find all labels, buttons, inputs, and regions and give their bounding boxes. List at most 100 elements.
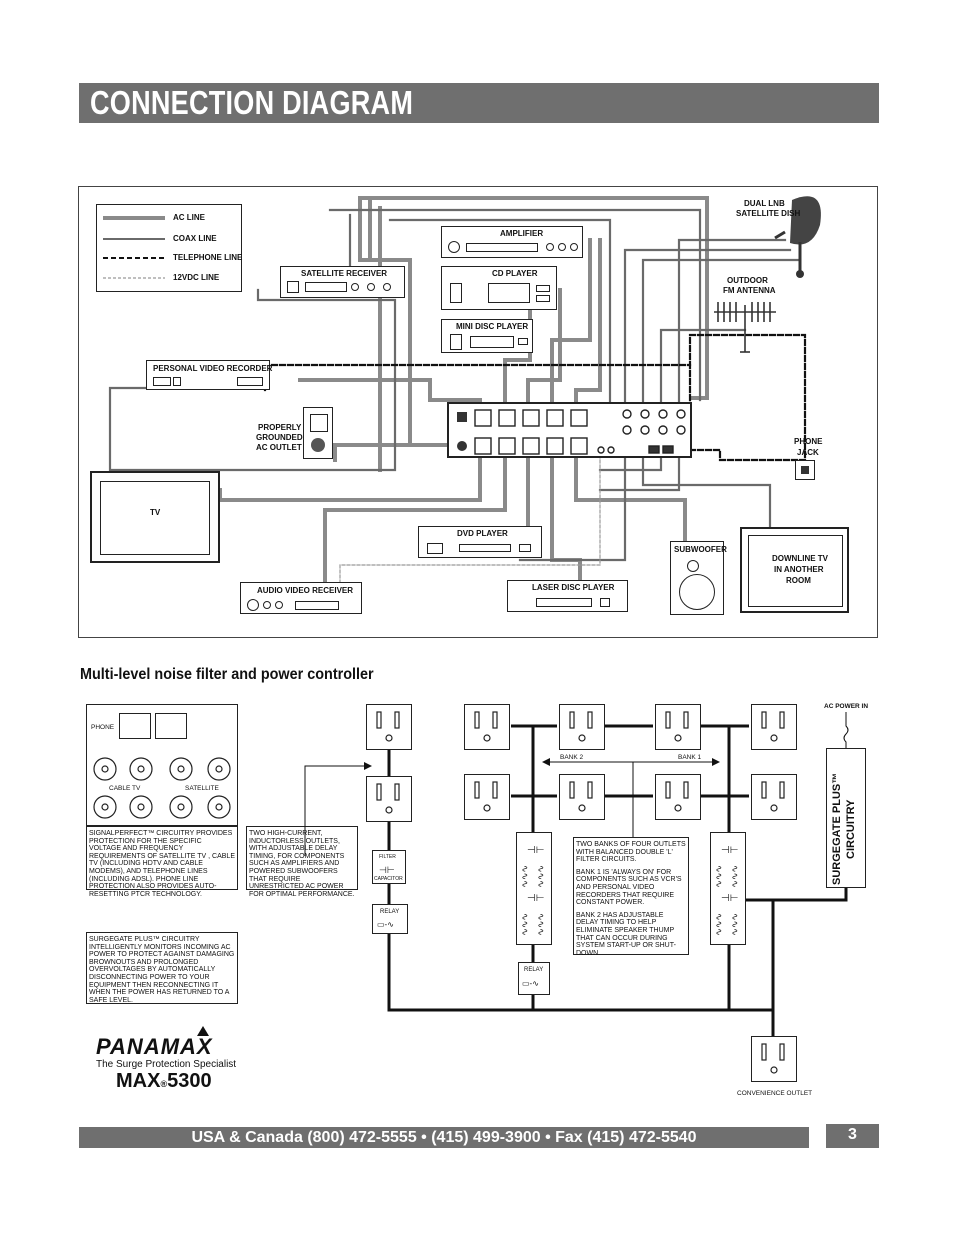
satellite-receiver-label: SATELLITE RECEIVER — [301, 269, 388, 278]
cd-player-label: CD PLAYER — [492, 269, 538, 278]
relay-2: RELAY ▭-∿ — [518, 962, 550, 995]
panamax-unit-ports — [457, 409, 686, 455]
model-number: 5300 — [167, 1070, 212, 1092]
dual-lnb-label-2: SATELLITE DISH — [736, 209, 801, 218]
signal-panel: PHONE CABLE TV SATELLITE — [86, 704, 238, 826]
ac-power-in-label: AC POWER IN — [824, 703, 869, 710]
dvd-player: DVD PLAYER — [418, 526, 542, 558]
downline-tv: DOWNLINE TV IN ANOTHER ROOM — [740, 527, 849, 613]
subwoofer-label: SUBWOOFER — [674, 545, 727, 554]
tagline: The Surge Protection Specialist — [96, 1059, 237, 1070]
wall-outlet-icon — [303, 407, 333, 459]
legend-telephone: TELEPHONE LINE — [173, 253, 243, 262]
laser-disc-label: LASER DISC PLAYER — [532, 583, 615, 592]
pvr-label: PERSONAL VIDEO RECORDER — [153, 364, 273, 373]
outlet-convenience — [751, 1036, 797, 1082]
outlet-bank1-3 — [655, 774, 701, 820]
outlet-bank1-2 — [751, 704, 797, 750]
bank1-label: BANK 1 — [678, 754, 702, 761]
tv-label: TV — [150, 508, 161, 517]
convenience-outlet-label: CONVENIENCE OUTLET — [737, 1090, 813, 1097]
audio-video-receiver: AUDIO VIDEO RECEIVER — [240, 582, 362, 614]
cable-tv-label: CABLE TV — [109, 785, 141, 792]
relay-1: RELAY ▭-∿ — [372, 904, 408, 934]
outlet-high-current-1 — [366, 704, 412, 750]
relay-label-2: RELAY — [524, 967, 544, 973]
surgegate-box: SURGEGATE PLUS™ CIRCUITRY — [826, 748, 866, 888]
footer-bar — [79, 1127, 809, 1148]
antenna-label-2: FM ANTENNA — [723, 286, 776, 295]
downline-label-1: DOWNLINE TV — [772, 554, 828, 563]
header-bar — [79, 83, 879, 123]
legend-ac: AC LINE — [173, 213, 205, 222]
page-title: CONNECTION DIAGRAM — [90, 84, 414, 121]
satellite-receiver: SATELLITE RECEIVER — [280, 266, 405, 298]
outlet-bank1-4 — [751, 774, 797, 820]
phone-jack-icon — [795, 460, 815, 480]
tv: TV — [90, 471, 220, 563]
ac-outlet-label-2: GROUNDED — [256, 433, 303, 442]
model-name: MAX®5300 — [116, 1070, 212, 1093]
phone-port-label: PHONE — [91, 724, 115, 731]
legend-12vdc: 12VDC LINE — [173, 273, 220, 282]
amplifier-label: AMPLIFIER — [500, 229, 544, 238]
satellite-port-label: SATELLITE — [185, 785, 219, 792]
legend-swatches — [103, 216, 165, 279]
filter-label: FILTER — [379, 854, 396, 860]
cd-player: CD PLAYER — [441, 266, 557, 310]
outlet-high-current-2 — [366, 776, 412, 822]
banks-note-2: BANK 1 IS 'ALWAYS ON' FOR COMPONENTS SUC… — [576, 868, 682, 907]
bank1-filter: ⊣⊢ ∿∿∿ ∿∿∿ ⊣⊢ ∿∿∿ ∿∿∿ — [710, 832, 746, 945]
ac-outlet-label-3: AC OUTLET — [256, 443, 302, 452]
mini-disc-player: MINI DISC PLAYER — [441, 319, 533, 353]
coax-ports-icon — [93, 757, 231, 819]
subwoofer: SUBWOOFER — [670, 541, 727, 615]
connection-diagram-frame — [78, 186, 878, 638]
mini-disc-label: MINI DISC PLAYER — [456, 322, 529, 331]
signalperfect-note: SIGNALPERFECT™ CIRCUITRY PROVIDES PROTEC… — [86, 826, 238, 898]
dvd-label: DVD PLAYER — [457, 529, 508, 538]
legend-box: AC LINE COAX LINE TELEPHONE LINE 12VDC L… — [96, 204, 242, 292]
outlet-bank2-2 — [559, 704, 605, 750]
antenna-label-1: OUTDOOR — [727, 276, 768, 285]
personal-video-recorder: PERSONAL VIDEO RECORDER — [146, 360, 273, 390]
banks-note-1: TWO BANKS OF FOUR OUTLETS WITH BALANCED … — [576, 841, 686, 864]
banks-note-3: BANK 2 HAS ADJUSTABLE DELAY TIMING TO HE… — [576, 911, 676, 957]
panamax-logo: PANAMAX — [96, 1034, 213, 1059]
banks-note: TWO BANKS OF FOUR OUTLETS WITH BALANCED … — [573, 837, 689, 957]
model-reg: ® — [160, 1079, 168, 1089]
outlet-bank2-1 — [464, 704, 510, 750]
model-prefix: MAX — [116, 1070, 161, 1092]
filter-capacitor: FILTER ⊣⊢ CAPACITOR — [372, 850, 406, 884]
phone-jack-label-1: PHONE — [794, 437, 823, 446]
high-current-note: TWO HIGH-CURRENT, INDUCTORLESS OUTLETS, … — [246, 826, 358, 898]
section-subheading: Multi-level noise filter and power contr… — [80, 666, 374, 683]
outlet-bank2-3 — [464, 774, 510, 820]
amplifier: AMPLIFIER — [441, 226, 583, 258]
legend-coax: COAX LINE — [173, 234, 217, 243]
logo-peak-icon — [197, 1026, 209, 1036]
relay-label-1: RELAY — [380, 909, 400, 915]
av-receiver-label: AUDIO VIDEO RECEIVER — [257, 586, 354, 595]
phone-jack-label-2: JACK — [797, 448, 819, 457]
footer-contact: USA & Canada (800) 472-5555 • (415) 499-… — [191, 1129, 697, 1146]
outlet-bank1-1 — [655, 704, 701, 750]
capacitor-label: CAPACITOR — [374, 876, 403, 882]
dual-lnb-label-1: DUAL LNB — [744, 199, 785, 208]
surgegate-note: SURGEGATE PLUS™ CIRCUITRY INTELLIGENTLY … — [86, 932, 238, 1004]
outlet-bank2-4 — [559, 774, 605, 820]
ac-outlet-label-1: PROPERLY — [258, 423, 302, 432]
downline-label-3: ROOM — [786, 576, 811, 585]
bank2-filter: ⊣⊢ ∿∿∿ ∿∿∿ ⊣⊢ ∿∿∿ ∿∿∿ — [516, 832, 552, 945]
downline-label-2: IN ANOTHER — [774, 565, 824, 574]
panamax-unit — [447, 402, 692, 458]
page-number: 3 — [826, 1124, 879, 1148]
circuitry-vertical-label: CIRCUITRY — [845, 799, 857, 859]
bank2-label: BANK 2 — [560, 754, 584, 761]
surgegate-vertical-label: SURGEGATE PLUS™ — [831, 772, 843, 885]
